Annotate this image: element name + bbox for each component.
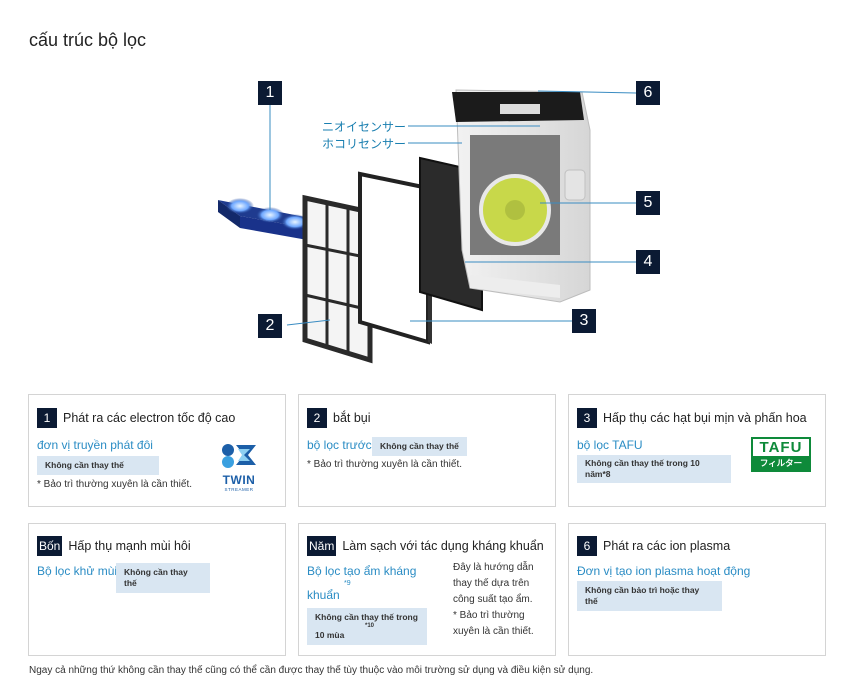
diagram-badge-5: 5 bbox=[636, 191, 660, 215]
twin-logo-text: TWIN bbox=[222, 473, 256, 487]
maintenance-tag: Không cần thay thế trong 10 năm*8 bbox=[577, 455, 731, 483]
unit-name: bộ lọc TAFU bbox=[577, 438, 643, 452]
unit-name: Bộ lọc khử mùi bbox=[37, 564, 118, 578]
note-line: * Bảo trì thường bbox=[453, 610, 525, 621]
twin-logo-subtext: STREAMER bbox=[224, 487, 254, 492]
maintenance-tag: Không cần thay thế bbox=[372, 437, 467, 456]
maintenance-tag: Không cần bảo trì hoặc thay thế bbox=[577, 581, 722, 611]
maintenance-tag: Không cần thay thế bbox=[116, 563, 210, 593]
maintenance-tag-line1: Không cần thay thế trong bbox=[315, 612, 418, 622]
note-line: công suất tạo ẩm. bbox=[453, 594, 533, 605]
purifier-body-illustration bbox=[452, 89, 591, 303]
diagram-badge-2: 2 bbox=[258, 314, 282, 338]
tafu-filter-logo-icon: TAFU フィルター bbox=[751, 437, 811, 472]
filter-structure-diagram: 1 2 3 4 5 6 ニオイセンサー ホコリセンサー bbox=[0, 70, 850, 370]
tafu-filter-illustration bbox=[358, 171, 432, 345]
tafu-logo-bottom: フィルター bbox=[753, 456, 809, 470]
diagram-badge-4: 4 bbox=[636, 250, 660, 274]
unit-name-line1: Bộ lọc tạo ẩm kháng bbox=[307, 564, 417, 578]
leader-lines bbox=[269, 90, 637, 326]
diagram-badge-3: 3 bbox=[572, 309, 596, 333]
card-title: Phát ra các electron tốc độ cao bbox=[63, 411, 236, 425]
maintenance-tag-sup: *10 bbox=[365, 623, 375, 629]
maintenance-tag-line2: 10 mùa bbox=[315, 630, 345, 640]
dust-sensor-label: ホコリセンサー bbox=[322, 137, 407, 151]
card-title: bắt bụi bbox=[333, 411, 371, 425]
note-line: xuyên là cần thiết. bbox=[453, 626, 534, 637]
maintenance-note: * Bảo trì thường xuyên là cần thiết. bbox=[37, 479, 193, 490]
card-title: Làm sạch với tác dụng kháng khuẩn bbox=[342, 539, 544, 553]
twin-streamer-logo-icon: TWIN STREAMER bbox=[216, 437, 262, 493]
page-title: cấu trúc bộ lọc bbox=[29, 30, 147, 50]
card-title: Hấp thụ các hạt bụi mịn và phấn hoa bbox=[603, 411, 807, 425]
card-badge: Năm bbox=[307, 536, 337, 556]
maintenance-note: * Bảo trì thường xuyên là cần thiết. bbox=[307, 459, 463, 470]
card-badge: 6 bbox=[577, 536, 597, 556]
maintenance-tag-line1: Không cần thay thế trong 10 bbox=[585, 458, 700, 468]
maintenance-note: Đây là hướng dẫn thay thế dựa trên công … bbox=[453, 560, 534, 640]
air-purifier-exploded-illustration bbox=[218, 89, 637, 364]
diagram-badge-1: 1 bbox=[258, 81, 282, 105]
card-plasma-ion-unit: 6 Phát ra các ion plasma Đơn vị tạo ion … bbox=[568, 523, 826, 656]
pre-filter-illustration bbox=[302, 194, 373, 364]
twin-streamer-mark bbox=[222, 444, 256, 468]
diagram-badge-6: 6 bbox=[636, 81, 660, 105]
unit-name: Đơn vị tạo ion plasma hoạt động bbox=[577, 564, 751, 578]
maintenance-tag: Không cần thay thế bbox=[37, 456, 159, 475]
card-pre-filter: 2 bắt bụi bộ lọc trước Không cần thay th… bbox=[298, 394, 556, 507]
card-badge: Bốn bbox=[37, 536, 63, 556]
card-badge: 2 bbox=[307, 408, 327, 428]
note-line: thay thế dựa trên bbox=[453, 578, 530, 589]
streamer-unit-illustration bbox=[218, 198, 330, 244]
unit-name-line2: khuẩn bbox=[307, 588, 340, 602]
card-badge: 1 bbox=[37, 408, 57, 428]
card-humidifying-filter: Năm Làm sạch với tác dụng kháng khuẩn Bộ… bbox=[298, 523, 556, 656]
odor-sensor-label: ニオイセンサー bbox=[322, 120, 407, 134]
card-title: Hấp thụ mạnh mùi hôi bbox=[68, 539, 191, 553]
unit-name: bộ lọc trước bbox=[307, 438, 372, 452]
unit-name: đơn vị truyền phát đôi bbox=[37, 438, 153, 452]
maintenance-tag: Không cần thay thế trong *10 10 mùa bbox=[307, 608, 427, 645]
card-title: Phát ra các ion plasma bbox=[603, 539, 731, 553]
maintenance-tag-line2: năm*8 bbox=[585, 469, 611, 479]
unit-name-sup: *9 bbox=[344, 580, 351, 587]
footnote: Ngay cả những thứ không cần thay thế cũn… bbox=[29, 665, 594, 676]
tafu-logo-top: TAFU bbox=[753, 439, 809, 456]
card-deodorizing-filter: Bốn Hấp thụ mạnh mùi hôi Bộ lọc khử mùi … bbox=[28, 523, 286, 656]
card-badge: 3 bbox=[577, 408, 597, 428]
note-line: Đây là hướng dẫn bbox=[453, 562, 534, 573]
